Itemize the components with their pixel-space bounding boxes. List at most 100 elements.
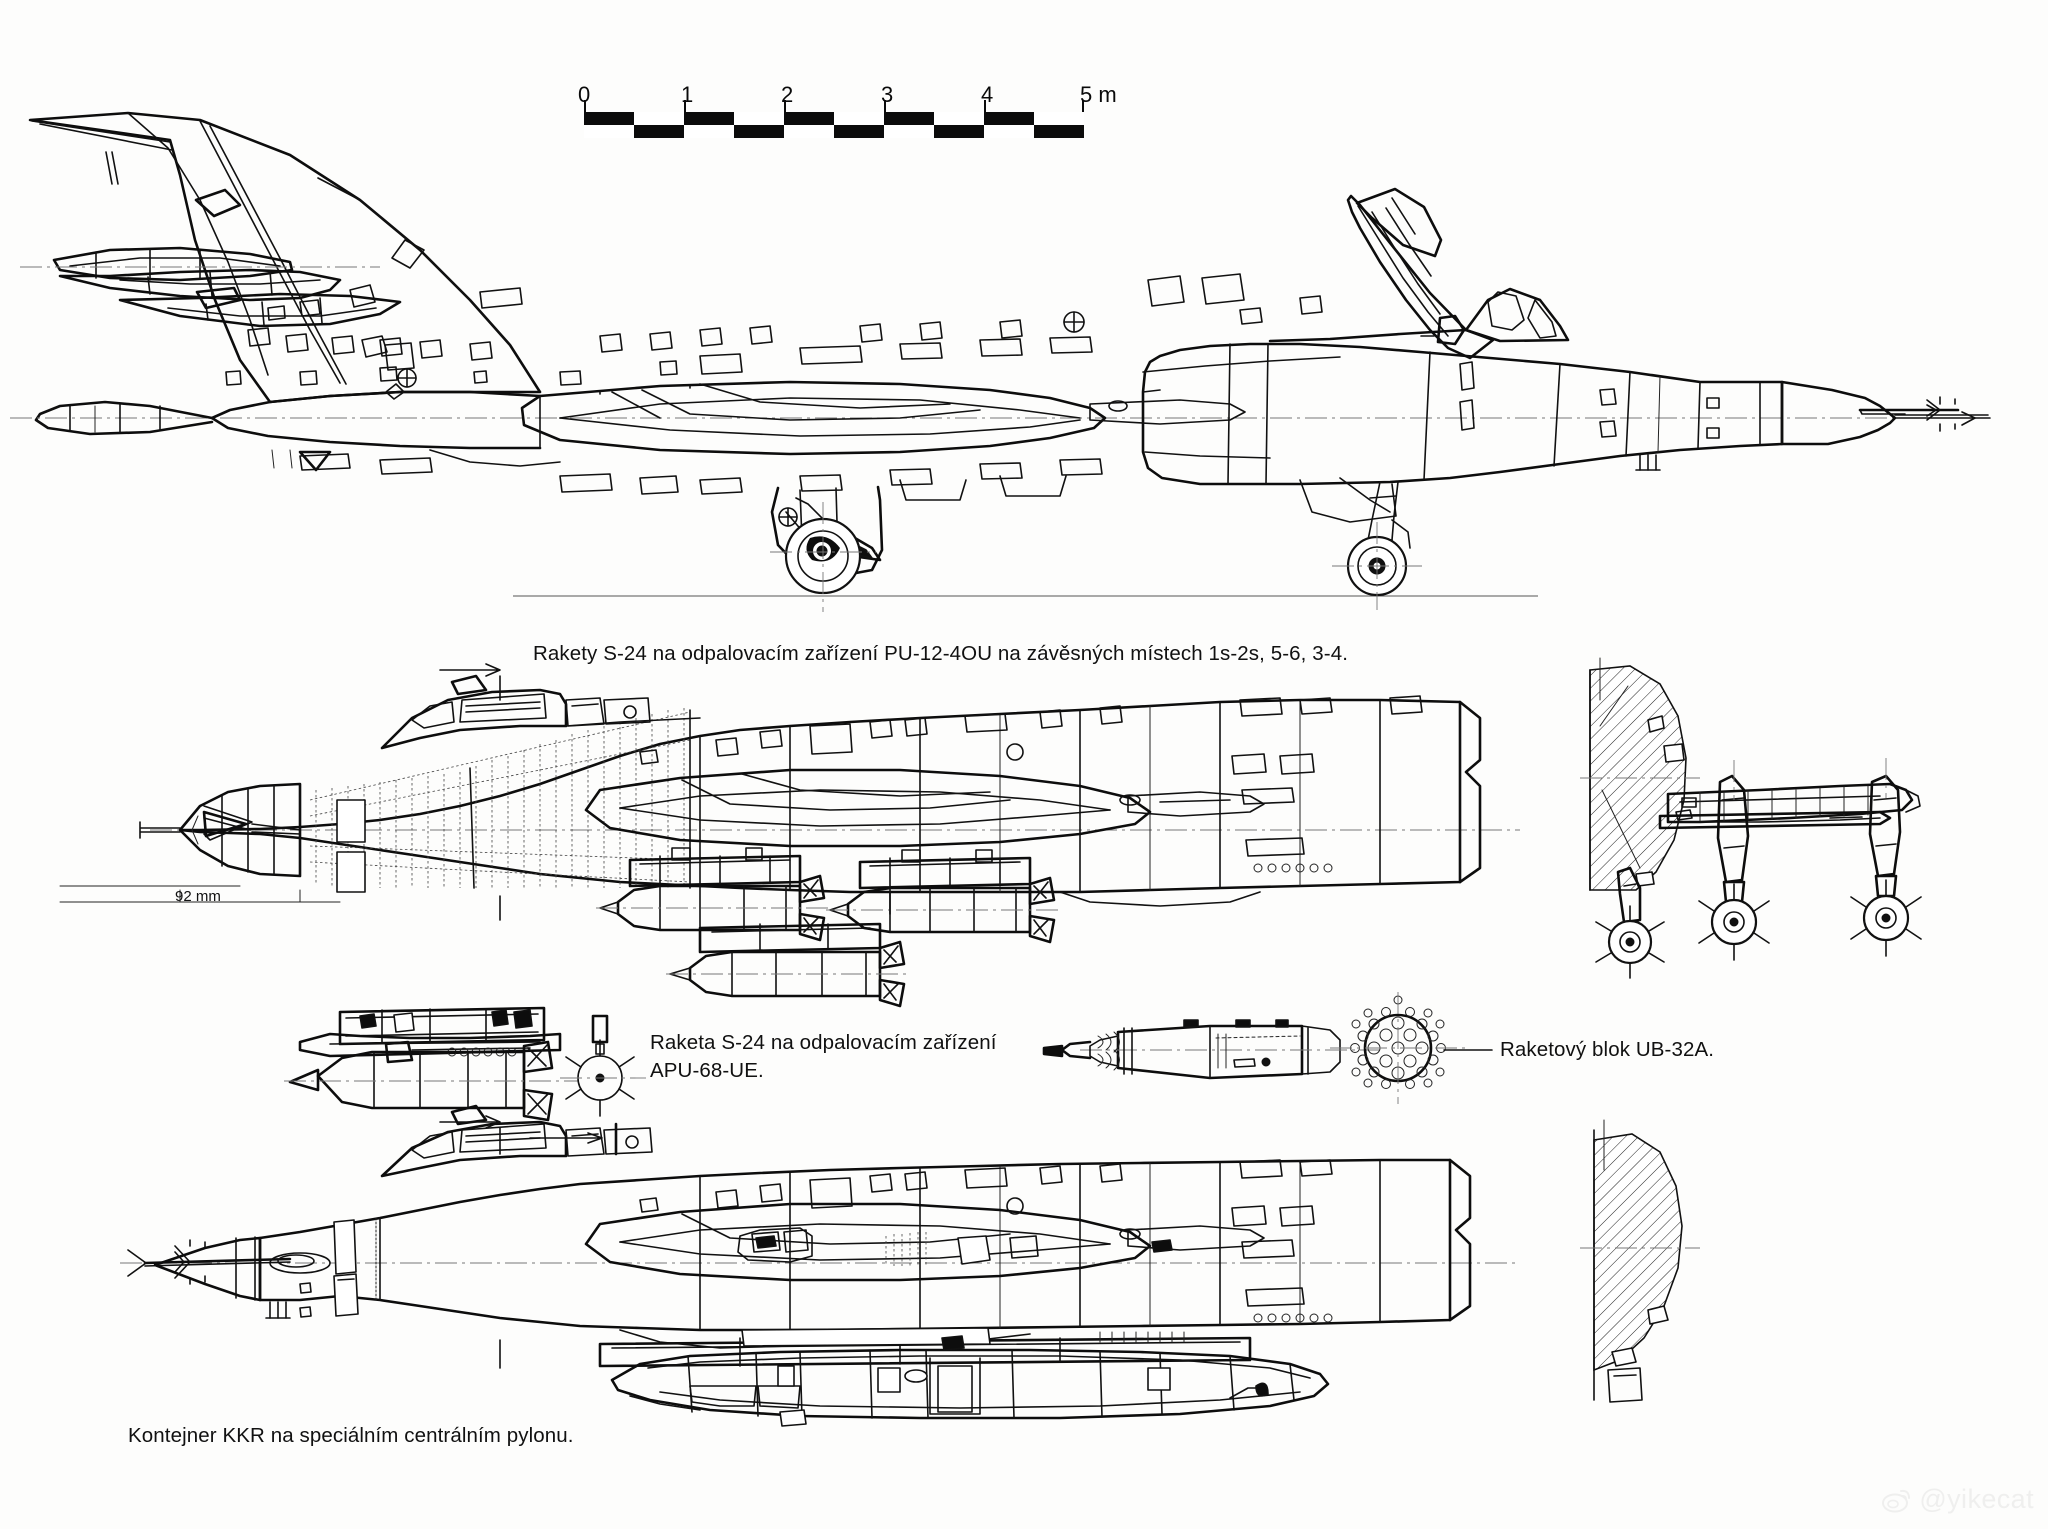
forward-frame-heavy (469, 767, 475, 889)
dimension-92mm-leaders (59, 885, 341, 903)
nose-probe-mid (139, 821, 181, 839)
dimension-92mm-label: 92 mm (175, 888, 221, 905)
canopy-rear-deck (1268, 328, 1468, 343)
caption-ub-32a: Raketový blok UB-32A. (1500, 1038, 1715, 1061)
scale-label-1: 1 (681, 82, 694, 107)
nose-landing-gear (1299, 477, 1422, 610)
fin-spar-line (127, 112, 269, 376)
wing-outer-panel (1089, 399, 1246, 425)
detail-ub-32a-rocket-pod (1042, 992, 1493, 1104)
canopy-closed-bottom (380, 1104, 653, 1178)
s24-rocket-group-center (826, 849, 1060, 944)
panel-lines-mid (699, 699, 1381, 893)
wing-detail-box (1681, 797, 1697, 808)
fuselage-detail-panels-mid (639, 695, 1423, 873)
rear-skin-bump (1647, 1305, 1669, 1325)
radome-bottom (153, 1236, 262, 1302)
wing-tip-light (1108, 400, 1128, 412)
fin-antenna-bump (194, 188, 242, 218)
fuselage-outline-mid (178, 698, 1462, 894)
pitot-boom (1858, 396, 1991, 432)
front-section-wing-with-s24-pylons (1580, 657, 1922, 979)
nose-access-hatches (336, 799, 366, 893)
rear-cross-section-detail (1580, 1119, 1700, 1403)
fin-access-panel-3 (384, 342, 415, 371)
scale-label-4: 4 (981, 82, 994, 107)
pylon-middle-with-s24 (1698, 760, 1770, 961)
pylon-outer-with-s24 (1850, 758, 1922, 957)
fin-tip-chord (31, 120, 171, 143)
section-markers-mid (439, 663, 891, 921)
ventral-fairing-mid (1059, 891, 1261, 907)
wing-panel-line-b (699, 383, 951, 409)
rear-section-box-line (1613, 1374, 1637, 1377)
wing-rib-lines (1699, 785, 1869, 823)
skin-bump-b (1663, 743, 1685, 763)
section-ref-b (1601, 789, 1641, 869)
scale-label-2: 2 (781, 82, 794, 107)
fin-panel-slot (105, 151, 113, 185)
underside-antennas-bottom (265, 1301, 291, 1319)
s24-rocket-group-lower (666, 922, 910, 1008)
exhaust-nozzle (34, 400, 214, 436)
stores-rail-line (1829, 816, 1863, 819)
fuselage-detail-panels-bottom (639, 1159, 1333, 1323)
wing-contour-mid-b (619, 807, 1111, 827)
caption-apu-68-ue-line2: APU-68-UE. (650, 1059, 764, 1082)
canopy-rail-mid (565, 717, 701, 727)
underwing-pylons (899, 475, 1067, 501)
fuselage-rear-step-bottom (1448, 1158, 1472, 1322)
nose-probe-bottom (127, 1239, 292, 1285)
wing-tip-light-mid (1119, 794, 1141, 806)
caption-apu-68-ue-line1: Raketa S-24 na odpalovacím zařízení (650, 1031, 997, 1054)
s24-rocket-group-left (596, 847, 830, 942)
fin-access-panel-1 (349, 284, 376, 308)
fin-tip-chord-2 (39, 123, 173, 151)
scale-label-0: 0 (578, 82, 591, 107)
wing-contour-mid-a (619, 789, 1111, 811)
wing-panel-line-a (641, 389, 981, 421)
rudder-hinge-line-2 (209, 125, 347, 385)
rear-skin-bump-2 (1611, 1347, 1637, 1367)
nose-panels-bottom (269, 1217, 381, 1318)
caption-kkr-container: Kontejner KKR na speciálním centrálním p… (128, 1424, 574, 1447)
profile-view-kkr-pod (120, 1104, 1520, 1427)
wing-upper-contour (559, 397, 1081, 419)
skin-bump-a (1647, 715, 1665, 733)
cockpit-interior-detail (737, 1227, 1173, 1266)
rear-fuselage (210, 390, 542, 450)
detail-s24-on-apu-68-ue (284, 1006, 646, 1156)
pylon-inner-with-s24 (1595, 866, 1665, 979)
profile-view-nose-structure (59, 663, 1520, 1008)
wing-panel-mid-b (741, 773, 991, 797)
wing-lower-skin (1667, 817, 1881, 823)
vertical-stabilizer (28, 111, 542, 404)
wing-fairing-mid (584, 768, 1152, 848)
ub32a-tube-muzzles (1042, 1027, 1133, 1075)
section-markers-bottom (439, 1115, 501, 1369)
s24-fin-cross-section (560, 1014, 646, 1117)
wing-panel-mid-a (681, 779, 1011, 811)
rear-section-hatched (1593, 1133, 1683, 1372)
engine-bay-panels (225, 299, 1093, 386)
ub32a-front-view (1330, 992, 1470, 1104)
underside-antennas (1635, 454, 1661, 471)
canopy-closed-mid (380, 674, 651, 750)
wing-section-line (1679, 795, 1881, 803)
main-landing-gear (770, 485, 884, 612)
wing-outer-panel-line (1159, 799, 1231, 803)
ventral-strake (298, 450, 332, 472)
kkr-container-pod (598, 1327, 1330, 1427)
windscreen (1436, 287, 1570, 346)
fuselage-outline (1141, 342, 1784, 486)
section-ref-c (1599, 685, 1629, 727)
scale-label-5m: 5 m (1080, 82, 1117, 107)
fin-access-panel-2 (361, 335, 388, 358)
metric-scale-bar (584, 100, 1084, 138)
wing-panel-line-c (611, 391, 661, 419)
ventral-fin-left (429, 449, 561, 467)
fin-fuel-cap-cross (397, 368, 417, 388)
radome-internal-structure (191, 785, 301, 875)
